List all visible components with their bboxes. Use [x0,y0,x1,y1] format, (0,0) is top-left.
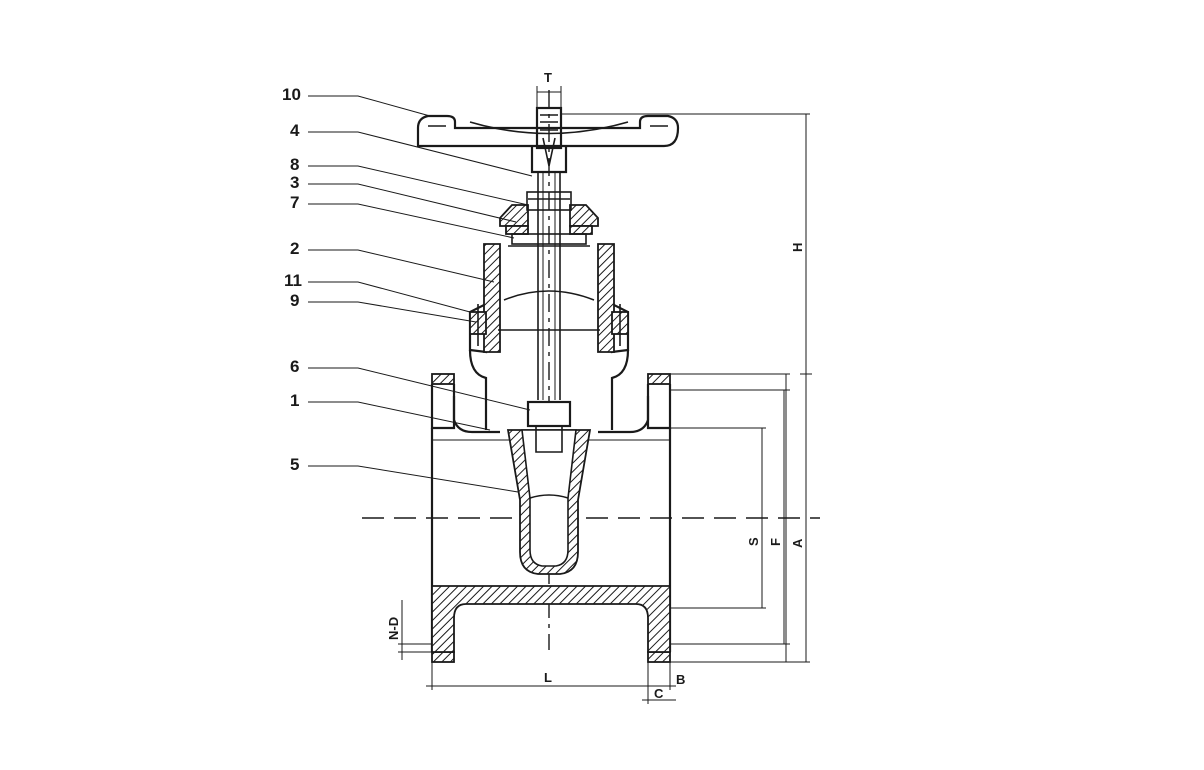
dimension-labels: T H S F A L C B N-D [386,70,805,701]
callout-4: 4 [290,121,300,140]
dim-F: F [768,538,783,546]
dim-B: B [676,672,685,687]
gland-packing [499,191,599,245]
dim-H: H [790,243,805,252]
dimension-lines [398,86,812,704]
dim-L: L [544,670,552,685]
callout-9: 9 [290,291,299,310]
callout-5: 5 [290,455,299,474]
wedge-disc [506,400,592,575]
callout-8: 8 [290,155,299,174]
bonnet-bolts [469,304,629,346]
callout-leaders [308,95,533,493]
callout-3: 3 [290,173,299,192]
handwheel [416,106,680,174]
dim-T: T [544,70,552,85]
callout-10: 10 [282,85,301,104]
callout-6: 6 [290,357,299,376]
callout-labels: 10 4 8 3 7 2 11 9 6 1 5 [282,85,302,474]
dim-A: A [790,538,805,548]
callout-1: 1 [290,391,299,410]
callout-11: 11 [284,271,302,290]
callout-7: 7 [290,193,299,212]
dim-ND: N-D [386,617,401,640]
valve-body [430,349,672,663]
dim-S: S [746,537,761,546]
dim-C: C [654,686,664,701]
callout-2: 2 [290,239,299,258]
